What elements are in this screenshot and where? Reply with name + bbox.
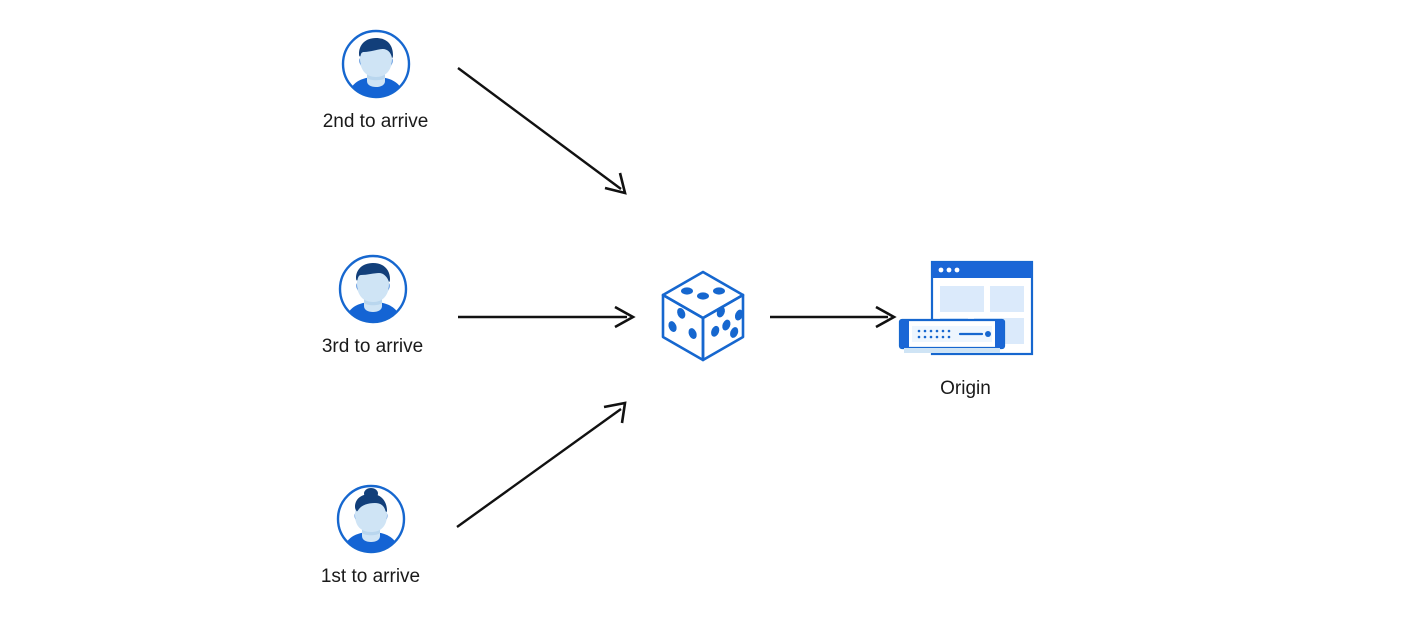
dice-cube-icon: [657, 266, 749, 366]
node-origin[interactable]: Origin: [893, 258, 1038, 401]
arrow-user1-to-dice: [457, 67, 627, 195]
dice-right-pips: [710, 306, 743, 338]
node-dice[interactable]: [655, 266, 750, 366]
user-avatar-female-icon: [335, 483, 407, 555]
dice-left-pips: [667, 307, 697, 339]
arrow-dice-to-origin: [770, 305, 897, 329]
node-user-3[interactable]: 1st to arrive: [298, 483, 443, 589]
node-user-3-label: 1st to arrive: [320, 566, 421, 587]
origin-server-icon: [896, 258, 1036, 363]
node-user-1[interactable]: 2nd to arrive: [303, 28, 448, 134]
server-device-icon: [898, 318, 1005, 353]
node-user-1-label: 2nd to arrive: [322, 111, 429, 132]
arrow-user3-to-dice: [456, 401, 627, 528]
dice-top-pips: [680, 287, 725, 300]
server-vent-dots: [917, 329, 950, 339]
user-avatar-male-icon: [340, 28, 412, 100]
user-avatar-male-icon: [337, 253, 409, 325]
node-user-2[interactable]: 3rd to arrive: [300, 253, 445, 359]
arrow-user2-to-dice: [458, 305, 636, 329]
node-user-2-label: 3rd to arrive: [321, 336, 424, 357]
node-origin-label: Origin: [940, 378, 991, 399]
